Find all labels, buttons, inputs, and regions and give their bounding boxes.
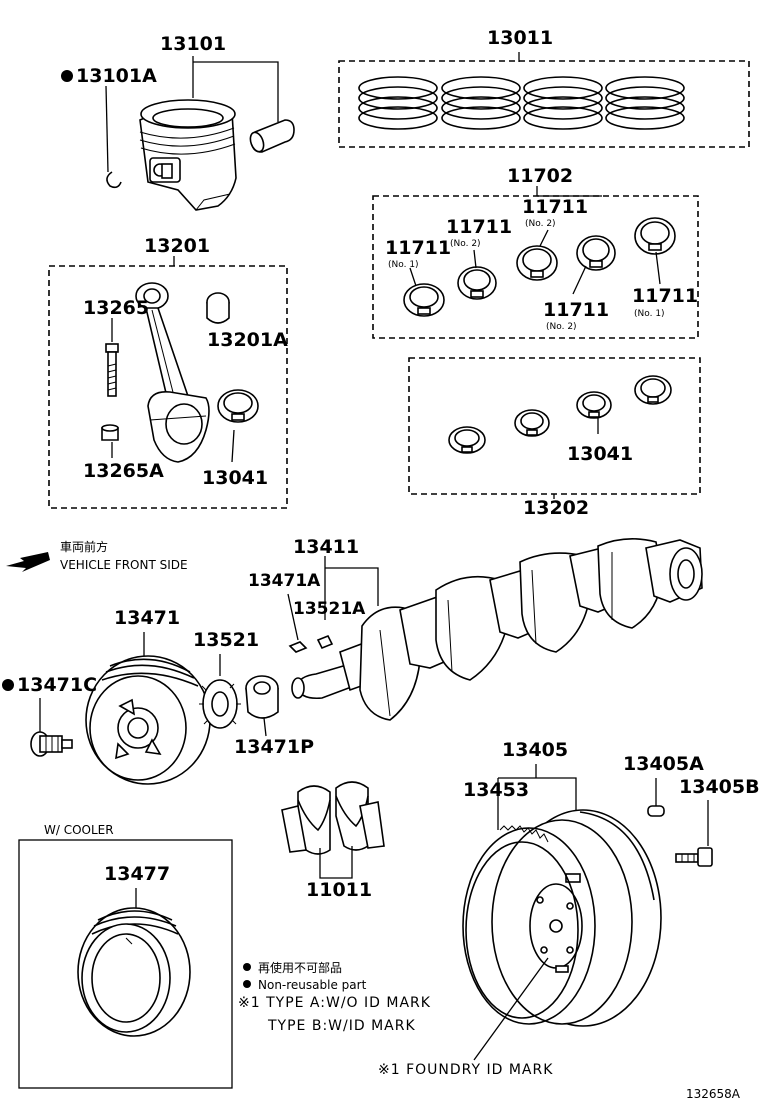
cooler-pulley-drawing (77, 907, 191, 1037)
crank-pulley-drawing (85, 655, 211, 785)
label-13453: 13453 (463, 779, 529, 801)
legend-line-4: TYPE B:W/ID MARK (267, 1018, 416, 1034)
legend-bullet-2 (243, 980, 251, 988)
label-13405B: 13405B (679, 776, 760, 798)
piston-ring-set-drawing (358, 76, 685, 130)
label-13202: 13202 (523, 497, 589, 519)
rod-bearing-drawings (448, 375, 672, 454)
crankshaft-drawing (291, 538, 703, 721)
figure-id: 132658A (686, 1087, 741, 1101)
label-13201: 13201 (144, 235, 210, 257)
non-reusable-marker-13101A (61, 70, 73, 82)
legend-line-3: ※1 TYPE A:W/O ID MARK (238, 995, 431, 1011)
label-11711-no2-c: 11711 (543, 299, 609, 321)
pulley-bolt-drawing (30, 731, 73, 757)
crank-timing-gear-drawing (199, 679, 241, 729)
label-13041-right: 13041 (567, 443, 633, 465)
label-13201A: 13201A (207, 329, 288, 351)
crank-key-drawings (288, 634, 334, 653)
piston-drawing (139, 99, 237, 211)
ring-gear-drawing (462, 825, 596, 1025)
sublabel-no2-a: (No. 2) (450, 239, 481, 249)
rod-bolt-drawing (105, 343, 119, 397)
label-13477: 13477 (104, 863, 170, 885)
flywheel-bolt-drawing (675, 847, 713, 867)
label-13471: 13471 (114, 607, 180, 629)
sublabel-no2-c: (No. 2) (546, 322, 577, 332)
rod-nut-drawing (101, 424, 119, 441)
label-11011: 11011 (306, 879, 372, 901)
non-reusable-marker-13471C (2, 679, 14, 691)
sublabel-no2-b: (No. 2) (525, 219, 556, 229)
label-13521A: 13521A (293, 599, 366, 619)
connecting-rod-drawing (135, 282, 210, 463)
piston-pin-drawing (249, 119, 295, 153)
label-13011: 13011 (487, 27, 553, 49)
label-13471C: 13471C (17, 674, 97, 696)
main-bearing-box (372, 195, 699, 339)
flywheel-drawing (491, 809, 662, 1027)
label-13411: 13411 (293, 536, 359, 558)
label-13521: 13521 (193, 629, 259, 651)
label-11711-no2-a: 11711 (446, 216, 512, 238)
sublabel-no1-right: (No. 1) (634, 309, 665, 319)
label-13265A: 13265A (83, 460, 164, 482)
dowel-pin-drawing (647, 805, 665, 817)
legend-line-1: 再使用不可部品 (258, 960, 342, 975)
label-13471P: 13471P (234, 736, 314, 758)
rod-bearing-small-drawing (217, 389, 259, 423)
label-11711-no2-b: 11711 (522, 196, 588, 218)
sublabel-no1-left: (No. 1) (388, 260, 419, 270)
spacer-drawing (245, 675, 279, 719)
label-13405A: 13405A (623, 753, 704, 775)
direction-label-jp: 車両前方 (60, 539, 108, 554)
legend-line-2: Non-reusable part (258, 978, 367, 992)
rod-bushing-drawing (206, 292, 230, 324)
label-11702: 11702 (507, 165, 573, 187)
label-13405: 13405 (502, 739, 568, 761)
label-13101: 13101 (160, 33, 226, 55)
direction-label-en: VEHICLE FRONT SIDE (60, 558, 188, 572)
label-11711-no1-right: 11711 (632, 285, 698, 307)
snap-ring-drawing (106, 171, 122, 189)
label-13101A: 13101A (76, 65, 157, 87)
foundry-note: ※1 FOUNDRY ID MARK (378, 1062, 553, 1078)
label-13265: 13265 (83, 297, 149, 319)
vehicle-front-arrow-icon (6, 552, 50, 572)
label-13471A: 13471A (248, 571, 321, 591)
thrust-washer-drawing (281, 781, 385, 855)
legend-bullet-1 (243, 963, 251, 971)
label-13041-left: 13041 (202, 467, 268, 489)
main-bearing-drawings (403, 217, 676, 317)
cooler-label: W/ COOLER (44, 823, 114, 837)
ring-set-box (338, 60, 750, 148)
cooler-box (18, 839, 233, 1089)
label-11711-no1-left: 11711 (385, 237, 451, 259)
